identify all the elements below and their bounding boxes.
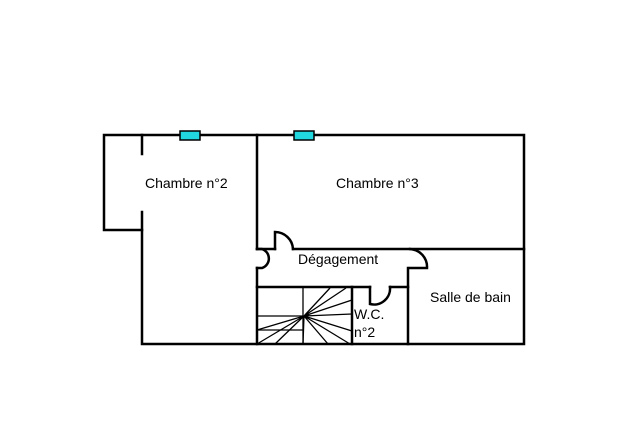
door-wc xyxy=(368,285,392,306)
door-salle-de-bain xyxy=(408,247,429,270)
door-chambre3 xyxy=(273,230,295,251)
label-wc-line1: W.C. xyxy=(354,306,384,322)
staircase xyxy=(256,287,353,345)
window-chambre2 xyxy=(179,130,201,141)
label-chambre3: Chambre n°3 xyxy=(336,175,419,191)
label-degagement: Dégagement xyxy=(298,251,378,267)
label-chambre2: Chambre n°2 xyxy=(145,175,228,191)
label-salle-de-bain: Salle de bain xyxy=(430,289,511,305)
door-degagement xyxy=(255,247,271,270)
walls xyxy=(102,133,526,346)
doors xyxy=(255,230,429,306)
window-chambre3 xyxy=(293,130,315,141)
label-wc-line2: n°2 xyxy=(354,324,375,340)
